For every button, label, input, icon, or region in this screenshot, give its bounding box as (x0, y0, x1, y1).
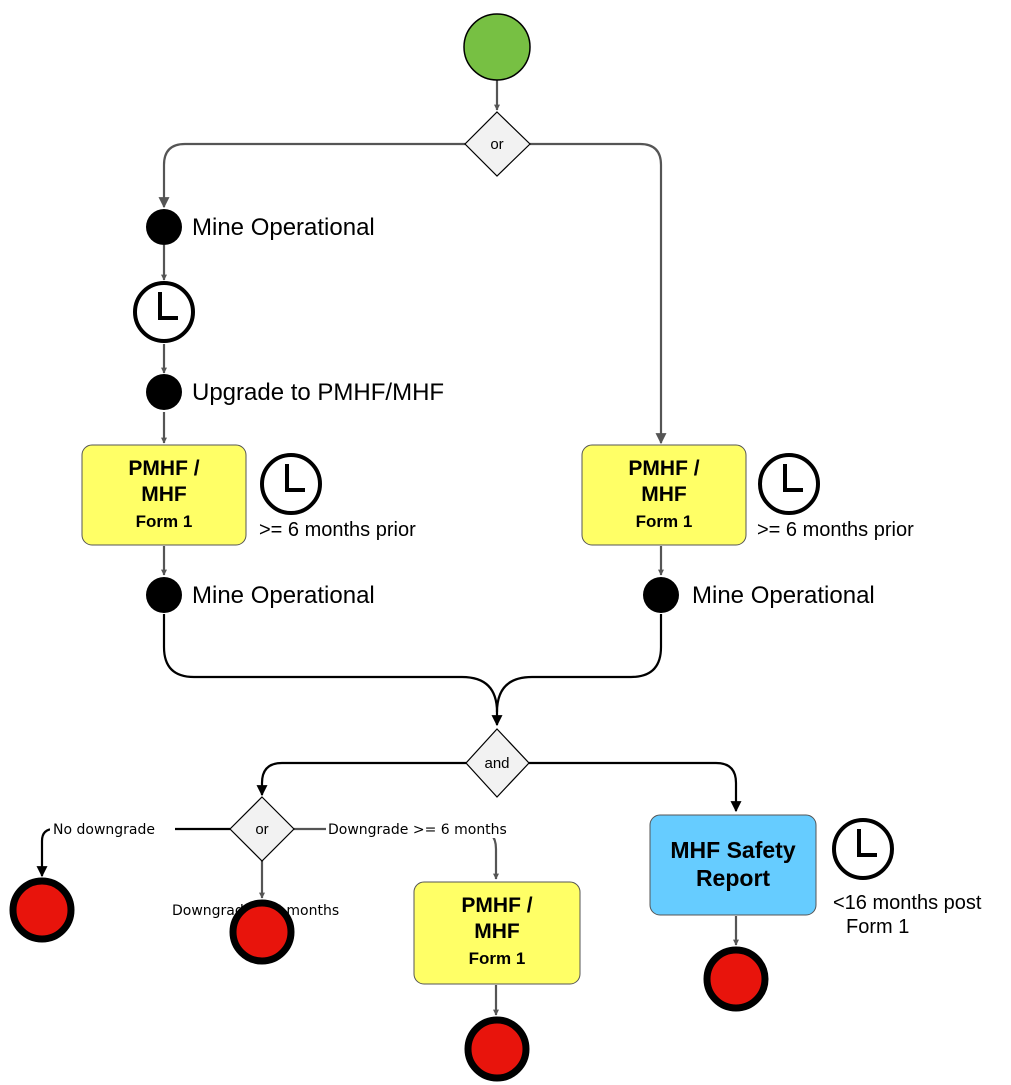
task-left-line3: Form 1 (136, 512, 193, 531)
edge-or-right (530, 142, 667, 445)
task-bottom-line2: MHF (474, 920, 520, 943)
task-right-line3: Form 1 (636, 512, 693, 531)
flow-label-no-downgrade: No downgrade (53, 822, 155, 838)
end-event-no-downgrade (9, 877, 75, 943)
or-gateway-top-label: or (490, 136, 503, 153)
or-gateway-top: or (464, 111, 531, 177)
clock-icon (260, 453, 322, 515)
task-safety-line2: Report (696, 865, 770, 891)
task-right-line1: PMHF / (628, 457, 699, 480)
task-left-form1: PMHF / MHF Form 1 (81, 444, 247, 546)
task-left-line2: MHF (141, 483, 187, 506)
timer-note-left: >= 6 months prior (259, 519, 416, 541)
edge-left-merge (162, 614, 503, 727)
event-label-upgrade: Upgrade to PMHF/MHF (192, 379, 444, 406)
flow-edges (36, 80, 742, 1016)
timer-note-safety-2: Form 1 (846, 916, 909, 938)
task-left-line1: PMHF / (128, 457, 199, 480)
task-bottom-form1: PMHF / MHF Form 1 (413, 881, 581, 985)
intermediate-event-left-1 (146, 209, 182, 245)
edge-and-left (256, 761, 466, 797)
task-safety-line1: MHF Safety (670, 837, 795, 863)
edge-right-merge (495, 614, 663, 713)
timer-note-safety-1: <16 months post (833, 892, 982, 914)
task-bottom-line3: Form 1 (469, 949, 526, 968)
start-event (463, 13, 531, 81)
timer-note-right: >= 6 months prior (757, 519, 914, 541)
task-safety-report: MHF Safety Report (649, 814, 817, 916)
and-gateway: and (465, 728, 530, 798)
task-right-form1: PMHF / MHF Form 1 (581, 444, 747, 546)
edge-and-right (529, 761, 742, 813)
end-event-form1 (464, 1016, 530, 1082)
intermediate-event-left-3 (146, 577, 182, 613)
intermediate-event-left-2 (146, 374, 182, 410)
clock-icon (758, 453, 820, 515)
event-label-mine-operational-3: Mine Operational (692, 582, 875, 609)
end-event-safety (703, 946, 769, 1012)
or-gateway-bottom-label: or (255, 821, 268, 838)
flow-label-downgrade-ge: Downgrade >= 6 months (328, 822, 507, 838)
task-bottom-line1: PMHF / (461, 894, 532, 917)
or-gateway-bottom: or (229, 796, 295, 862)
event-label-mine-operational-1: Mine Operational (192, 214, 375, 241)
edge-or-left (158, 142, 465, 209)
and-gateway-label: and (484, 755, 509, 772)
intermediate-event-right (643, 577, 679, 613)
task-right-line2: MHF (641, 483, 687, 506)
event-label-mine-operational-2: Mine Operational (192, 582, 375, 609)
end-event-downgrade-lt (229, 899, 295, 965)
clock-icon (832, 818, 894, 880)
clock-icon (133, 281, 195, 343)
